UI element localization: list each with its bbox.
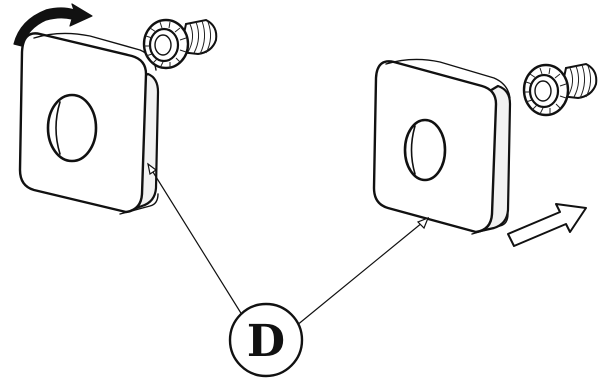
screw-right	[522, 62, 598, 117]
escutcheon-right-hole	[403, 118, 447, 182]
escutcheon-left-hole	[46, 93, 98, 163]
screw-left	[142, 18, 218, 70]
escutcheon-left	[18, 32, 160, 215]
callout-leaders	[147, 162, 430, 327]
rotate-arrow-icon	[13, 3, 93, 47]
escutcheon-right	[372, 58, 512, 235]
callout-label: D	[247, 316, 285, 367]
callout-d: D	[228, 302, 304, 378]
push-arrow-icon	[507, 203, 587, 247]
